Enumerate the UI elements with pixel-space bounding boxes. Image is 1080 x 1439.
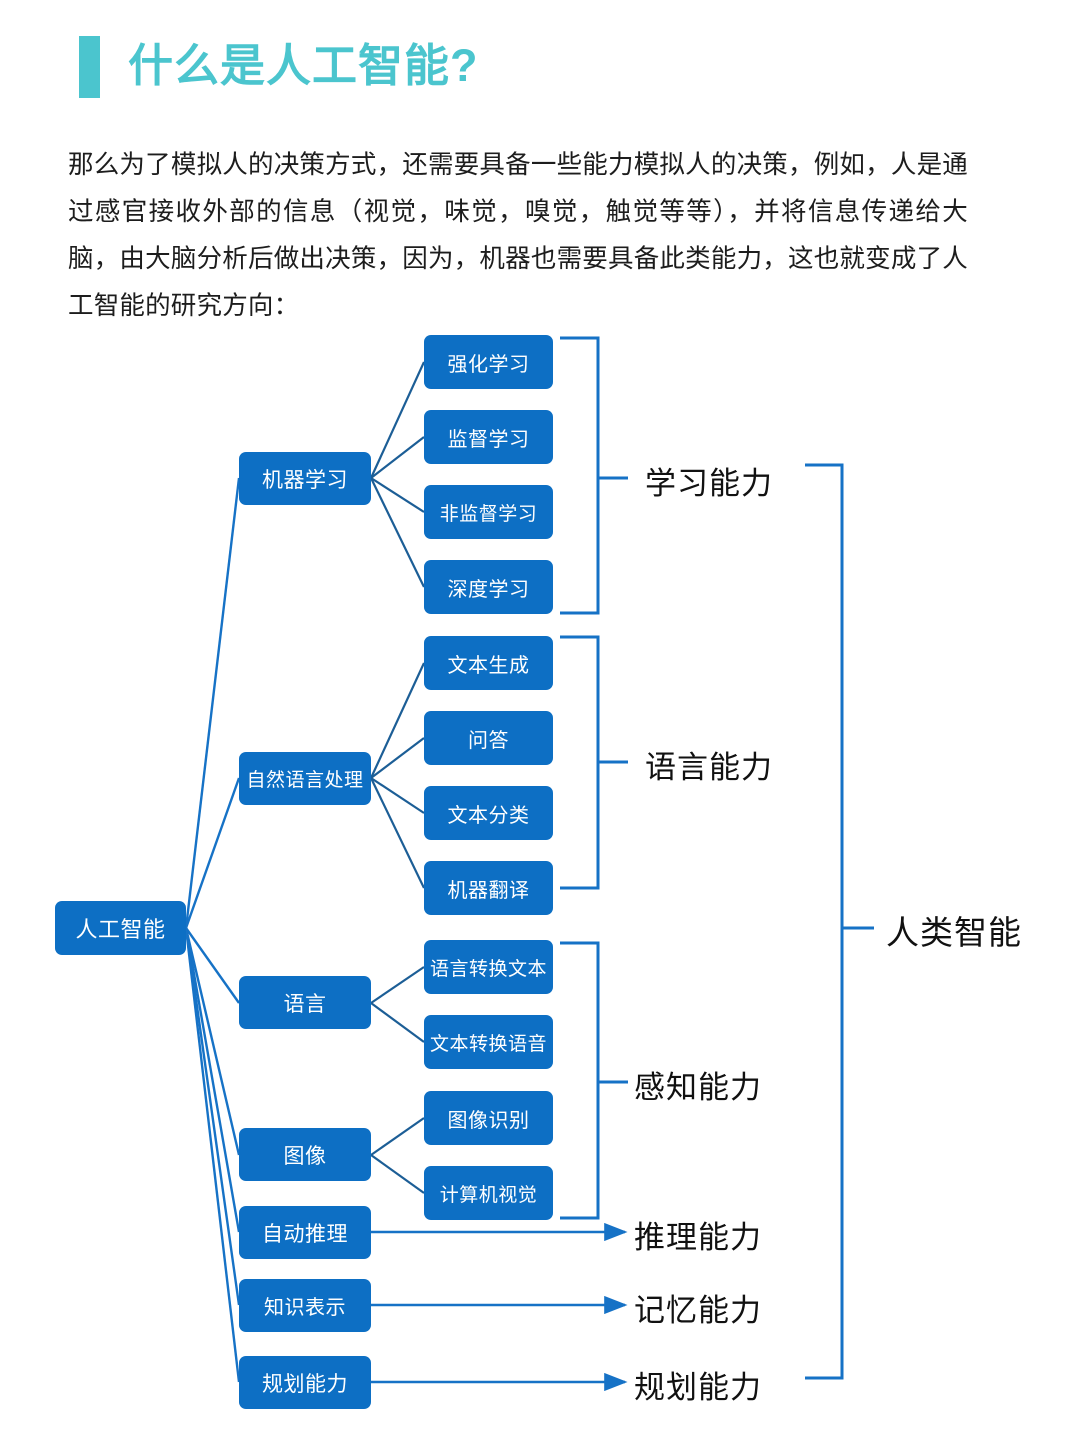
node-text-to-speech[interactable]: 文本转换语音 bbox=[424, 1015, 553, 1069]
node-label: 自然语言处理 bbox=[246, 770, 364, 791]
node-image[interactable]: 图像 bbox=[239, 1128, 371, 1181]
node-automated-reasoning[interactable]: 自动推理 bbox=[239, 1206, 371, 1259]
capability-label-reasoning: 推理能力 bbox=[634, 1220, 762, 1255]
node-label: 图像识别 bbox=[447, 1109, 530, 1132]
capability-label-planning: 规划能力 bbox=[634, 1370, 762, 1405]
nlp-child-lines bbox=[370, 662, 425, 889]
page-header: 什么是人工智能? bbox=[0, 0, 1080, 120]
intro-paragraph: 那么为了模拟人的决策方式，还需要具备一些能力模拟人的决策，例如，人是通过感官接收… bbox=[68, 151, 968, 320]
node-label: 文本生成 bbox=[447, 654, 530, 677]
root-fanout-lines bbox=[184, 477, 241, 1383]
node-planning[interactable]: 规划能力 bbox=[239, 1356, 371, 1409]
ml-child-lines bbox=[369, 361, 426, 588]
capability-label-perception: 感知能力 bbox=[634, 1070, 762, 1105]
node-computer-vision[interactable]: 计算机视觉 bbox=[424, 1166, 553, 1220]
node-label: 图像 bbox=[283, 1144, 327, 1168]
node-question-answering[interactable]: 问答 bbox=[424, 711, 553, 765]
perception-bracket bbox=[560, 941, 628, 1220]
node-label: 规划能力 bbox=[262, 1372, 348, 1396]
node-label: 机器学习 bbox=[262, 468, 348, 492]
node-label: 问答 bbox=[468, 729, 509, 752]
node-machine-translation[interactable]: 机器翻译 bbox=[424, 861, 553, 915]
human-intelligence-bracket bbox=[805, 463, 874, 1380]
node-label: 自动推理 bbox=[262, 1222, 348, 1246]
image-child-lines bbox=[370, 1117, 425, 1194]
node-image-recognition[interactable]: 图像识别 bbox=[424, 1091, 553, 1145]
node-label: 语言转换文本 bbox=[429, 958, 547, 980]
node-label: 机器翻译 bbox=[447, 879, 530, 902]
node-supervised-learning[interactable]: 监督学习 bbox=[424, 410, 553, 464]
node-text-classification[interactable]: 文本分类 bbox=[424, 786, 553, 840]
node-reinforcement-learning[interactable]: 强化学习 bbox=[424, 335, 553, 389]
node-label: 知识表示 bbox=[264, 1297, 346, 1319]
page-title: 什么是人工智能? bbox=[128, 40, 479, 91]
node-label: 计算机视觉 bbox=[439, 1184, 538, 1206]
human-intelligence-label: 人类智能 bbox=[886, 914, 1022, 951]
node-deep-learning[interactable]: 深度学习 bbox=[424, 560, 553, 614]
speech-child-lines bbox=[370, 966, 425, 1043]
language-bracket bbox=[560, 635, 628, 890]
capability-label-memory: 记忆能力 bbox=[634, 1293, 762, 1328]
learning-bracket bbox=[560, 336, 628, 615]
node-label: 监督学习 bbox=[447, 428, 530, 451]
node-machine-learning[interactable]: 机器学习 bbox=[239, 452, 371, 505]
capability-label-language: 语言能力 bbox=[645, 750, 773, 785]
node-label: 语言 bbox=[283, 992, 327, 1016]
node-artificial-intelligence[interactable]: 人工智能 bbox=[55, 901, 186, 955]
node-label: 强化学习 bbox=[447, 353, 530, 376]
node-speech[interactable]: 语言 bbox=[239, 976, 371, 1029]
node-label: 深度学习 bbox=[447, 578, 530, 601]
node-label: 文本转换语音 bbox=[429, 1033, 547, 1055]
node-speech-to-text[interactable]: 语言转换文本 bbox=[424, 940, 553, 994]
node-unsupervised-learning[interactable]: 非监督学习 bbox=[424, 485, 553, 539]
node-natural-language-processing[interactable]: 自然语言处理 bbox=[239, 752, 371, 805]
title-accent-bar bbox=[79, 36, 100, 98]
node-knowledge-representation[interactable]: 知识表示 bbox=[239, 1279, 371, 1332]
node-label: 文本分类 bbox=[447, 804, 530, 827]
node-label: 非监督学习 bbox=[439, 503, 538, 525]
node-text-generation[interactable]: 文本生成 bbox=[424, 636, 553, 690]
capability-label-learning: 学习能力 bbox=[645, 466, 773, 501]
node-label: 人工智能 bbox=[75, 917, 166, 942]
